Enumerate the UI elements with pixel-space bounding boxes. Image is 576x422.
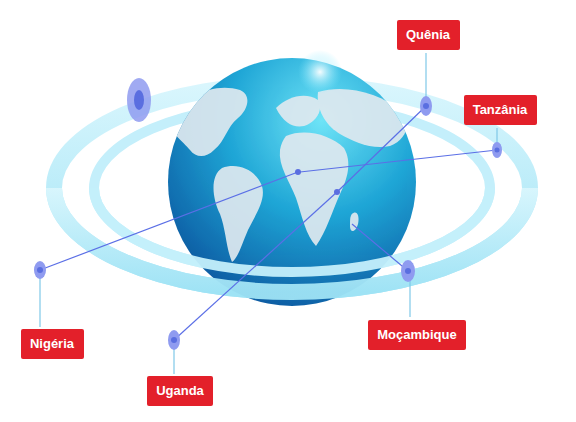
orbit-marker-core xyxy=(134,90,144,110)
globe-shine xyxy=(298,50,342,94)
location-dots xyxy=(34,96,502,350)
country-label-box: Nigéria xyxy=(21,329,84,359)
country-name: Quênia xyxy=(406,27,450,43)
country-name: Moçambique xyxy=(377,327,456,343)
leader-lines xyxy=(40,53,497,374)
country-name: Nigéria xyxy=(30,336,74,352)
country-name: Tanzânia xyxy=(473,102,528,118)
pointer-lines xyxy=(40,106,497,340)
orbit-marker xyxy=(127,78,151,122)
country-name: Uganda xyxy=(156,383,204,399)
country-label-box: Uganda xyxy=(147,376,213,406)
country-label-box: Quênia xyxy=(397,20,460,50)
orbit-ring-front xyxy=(54,188,530,292)
country-label-box: Tanzânia xyxy=(464,95,537,125)
country-label-box: Moçambique xyxy=(368,320,466,350)
